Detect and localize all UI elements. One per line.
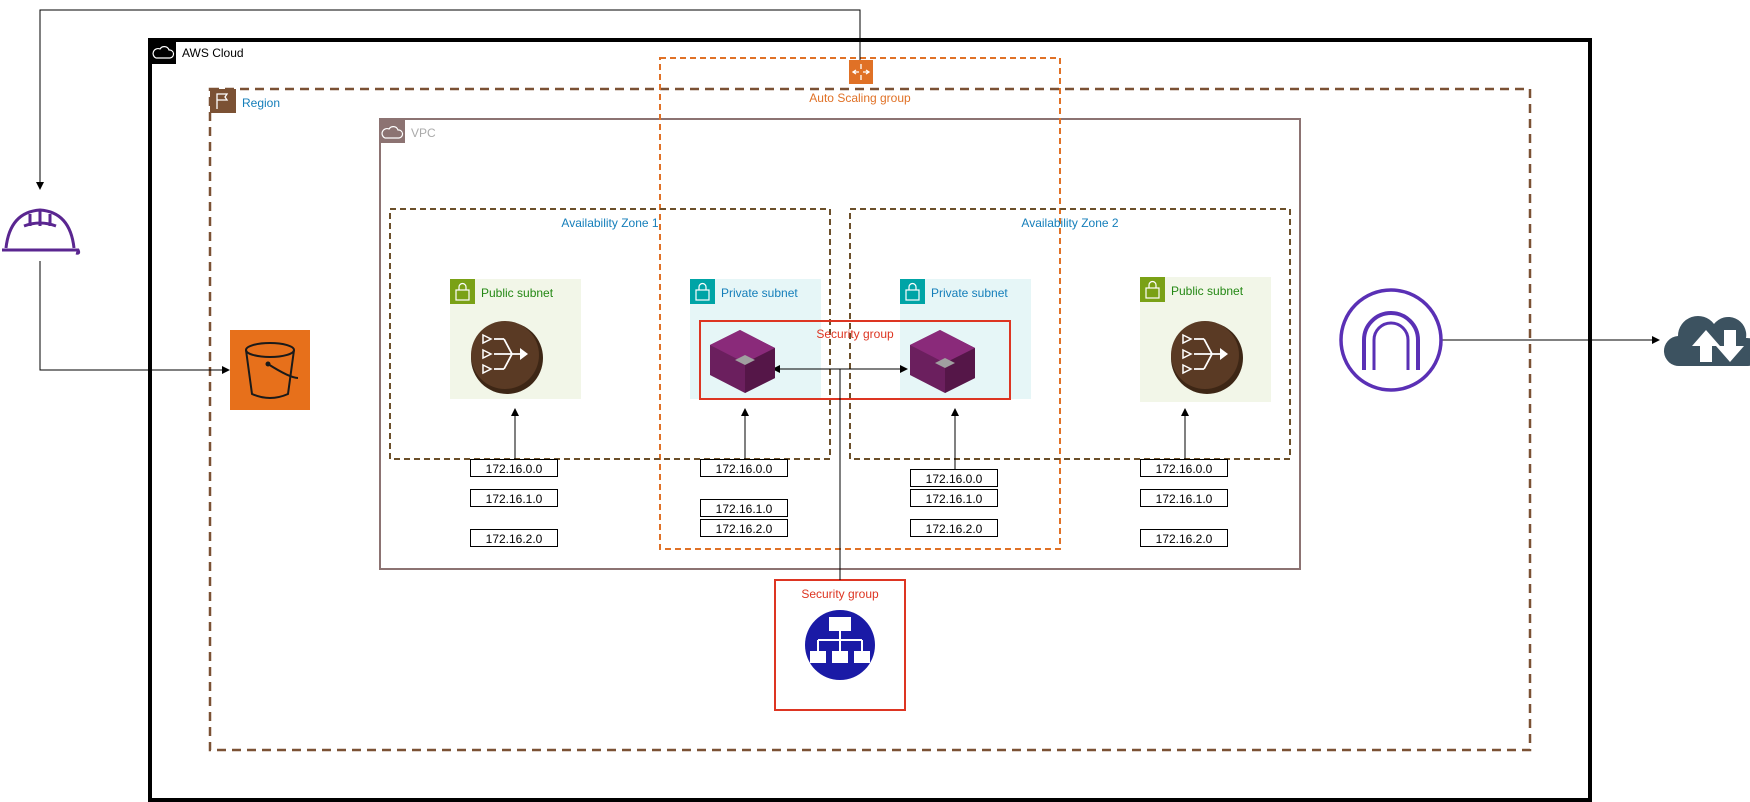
cidr-box: 172.16.1.0: [700, 499, 788, 517]
lock-icon: [690, 279, 715, 304]
internet-gateway-icon: [1339, 288, 1443, 392]
lock-icon: [450, 279, 475, 304]
availability-zone-2-label: Availability Zone 2: [1021, 216, 1119, 230]
auto-scaling-arrows: [851, 64, 871, 80]
auto-scaling-group-label: Auto Scaling group: [809, 91, 911, 105]
ec2-instance-icon: [710, 330, 775, 393]
security-group-ec2: [699, 320, 1011, 400]
arrowhead: [1652, 336, 1660, 344]
arrowhead: [900, 365, 908, 373]
cidr-box: 172.16.1.0: [1140, 489, 1228, 507]
ec2-instance-icon: [910, 330, 975, 393]
region-group: [208, 87, 1532, 752]
cidr-box: 172.16.0.0: [1140, 459, 1228, 477]
private-subnet-2-label: Private subnet: [931, 286, 1008, 300]
helmet-icon: [2, 208, 81, 255]
cidr-box: 172.16.2.0: [1140, 529, 1228, 547]
arrowhead: [951, 408, 959, 416]
arrowhead: [511, 408, 519, 416]
cloud-icon: [152, 46, 175, 59]
nat-gateway-icon: [471, 321, 543, 394]
availability-zone-2: [849, 208, 1291, 460]
cidr-box: 172.16.1.0: [470, 489, 558, 507]
load-balancer-icon: [805, 610, 875, 680]
connector-asg-to-user: [39, 9, 861, 184]
cidr-box: 172.16.1.0: [910, 489, 998, 507]
availability-zone-1-label: Availability Zone 1: [561, 216, 659, 230]
availability-zone-1: [389, 208, 831, 460]
region-label: Region: [242, 96, 281, 110]
lock-icon: [1140, 277, 1165, 302]
cidr-box: 172.16.0.0: [910, 469, 998, 487]
lock-icon: [900, 279, 925, 304]
connector-user-to-s3: [39, 261, 224, 371]
aws-cloud-label: AWS Cloud: [182, 46, 244, 60]
aws-cloud-group: [148, 38, 1592, 802]
arrowhead: [36, 182, 44, 190]
arrowhead: [222, 366, 230, 374]
public-subnet-2-label: Public subnet: [1171, 284, 1244, 298]
arrowhead: [741, 408, 749, 416]
cloud-upload-download-icon: [1663, 316, 1750, 367]
security-group-ec2-label: Security group: [816, 327, 894, 341]
cidr-box: 172.16.0.0: [470, 459, 558, 477]
arrowhead: [1181, 408, 1189, 416]
vpc-label: VPC: [411, 126, 436, 140]
cidr-box: 172.16.0.0: [700, 459, 788, 477]
cidr-box: 172.16.2.0: [700, 519, 788, 537]
s3-bucket-icon: [230, 330, 310, 410]
cidr-box: 172.16.2.0: [910, 519, 998, 537]
region-badge: [210, 89, 236, 113]
public-subnet-1-label: Public subnet: [481, 286, 554, 300]
arrowhead: [772, 365, 780, 373]
private-subnet-1-label: Private subnet: [721, 286, 798, 300]
vpc-cloud-icon: [381, 126, 404, 139]
aws-cloud-badge: [150, 40, 176, 64]
flag-icon: [216, 93, 229, 109]
nat-gateway-icon: [1171, 321, 1243, 394]
security-group-elb-label: Security group: [801, 587, 879, 601]
cidr-box: 172.16.2.0: [470, 529, 558, 547]
